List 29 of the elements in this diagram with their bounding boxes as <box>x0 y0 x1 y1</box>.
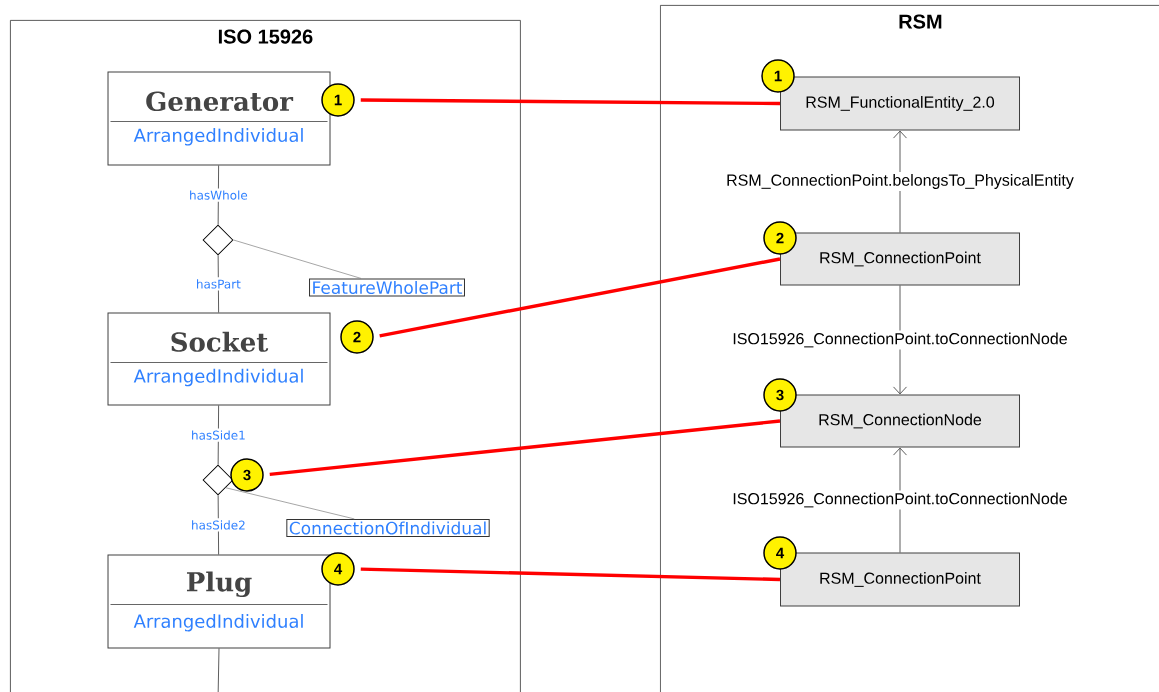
connector-line <box>225 487 355 520</box>
class-box: Plug ArrangedIndividual <box>107 554 331 649</box>
label-box: ConnectionOfIndividual <box>286 518 490 538</box>
edge-label: ISO15926_ConnectionPoint.toConnectionNode <box>730 330 1070 350</box>
link-line <box>360 98 781 106</box>
number-badge: 3 <box>230 458 264 492</box>
number-badge: 2 <box>340 320 374 354</box>
connector-line <box>233 239 362 279</box>
number-badge: 1 <box>321 83 355 117</box>
number-badge: 3 <box>763 378 797 412</box>
class-box: Socket ArrangedIndividual <box>107 312 331 406</box>
edge-label: RSM_ConnectionPoint.belongsTo_PhysicalEntity <box>724 172 1076 191</box>
edge-label: hasSide2 <box>189 518 248 532</box>
link-line <box>269 419 781 477</box>
number-badge: 1 <box>761 59 795 93</box>
number-badge: 4 <box>763 536 797 570</box>
link-line <box>379 257 781 338</box>
connector-line <box>217 648 220 692</box>
number-badge: 2 <box>763 221 797 255</box>
association-diamond <box>202 464 234 496</box>
link-line <box>360 567 781 582</box>
edge-label: ISO15926_ConnectionPoint.toConnectionNode <box>730 490 1070 510</box>
number-badge: 4 <box>321 552 355 586</box>
class-box: Generator ArrangedIndividual <box>107 71 331 166</box>
edge-label: hasSide1 <box>189 428 248 442</box>
edge-label: hasPart <box>193 277 243 291</box>
association-diamond <box>202 224 234 256</box>
edge-label: hasWhole <box>187 188 250 202</box>
label-box: FeatureWholePart <box>309 278 465 297</box>
